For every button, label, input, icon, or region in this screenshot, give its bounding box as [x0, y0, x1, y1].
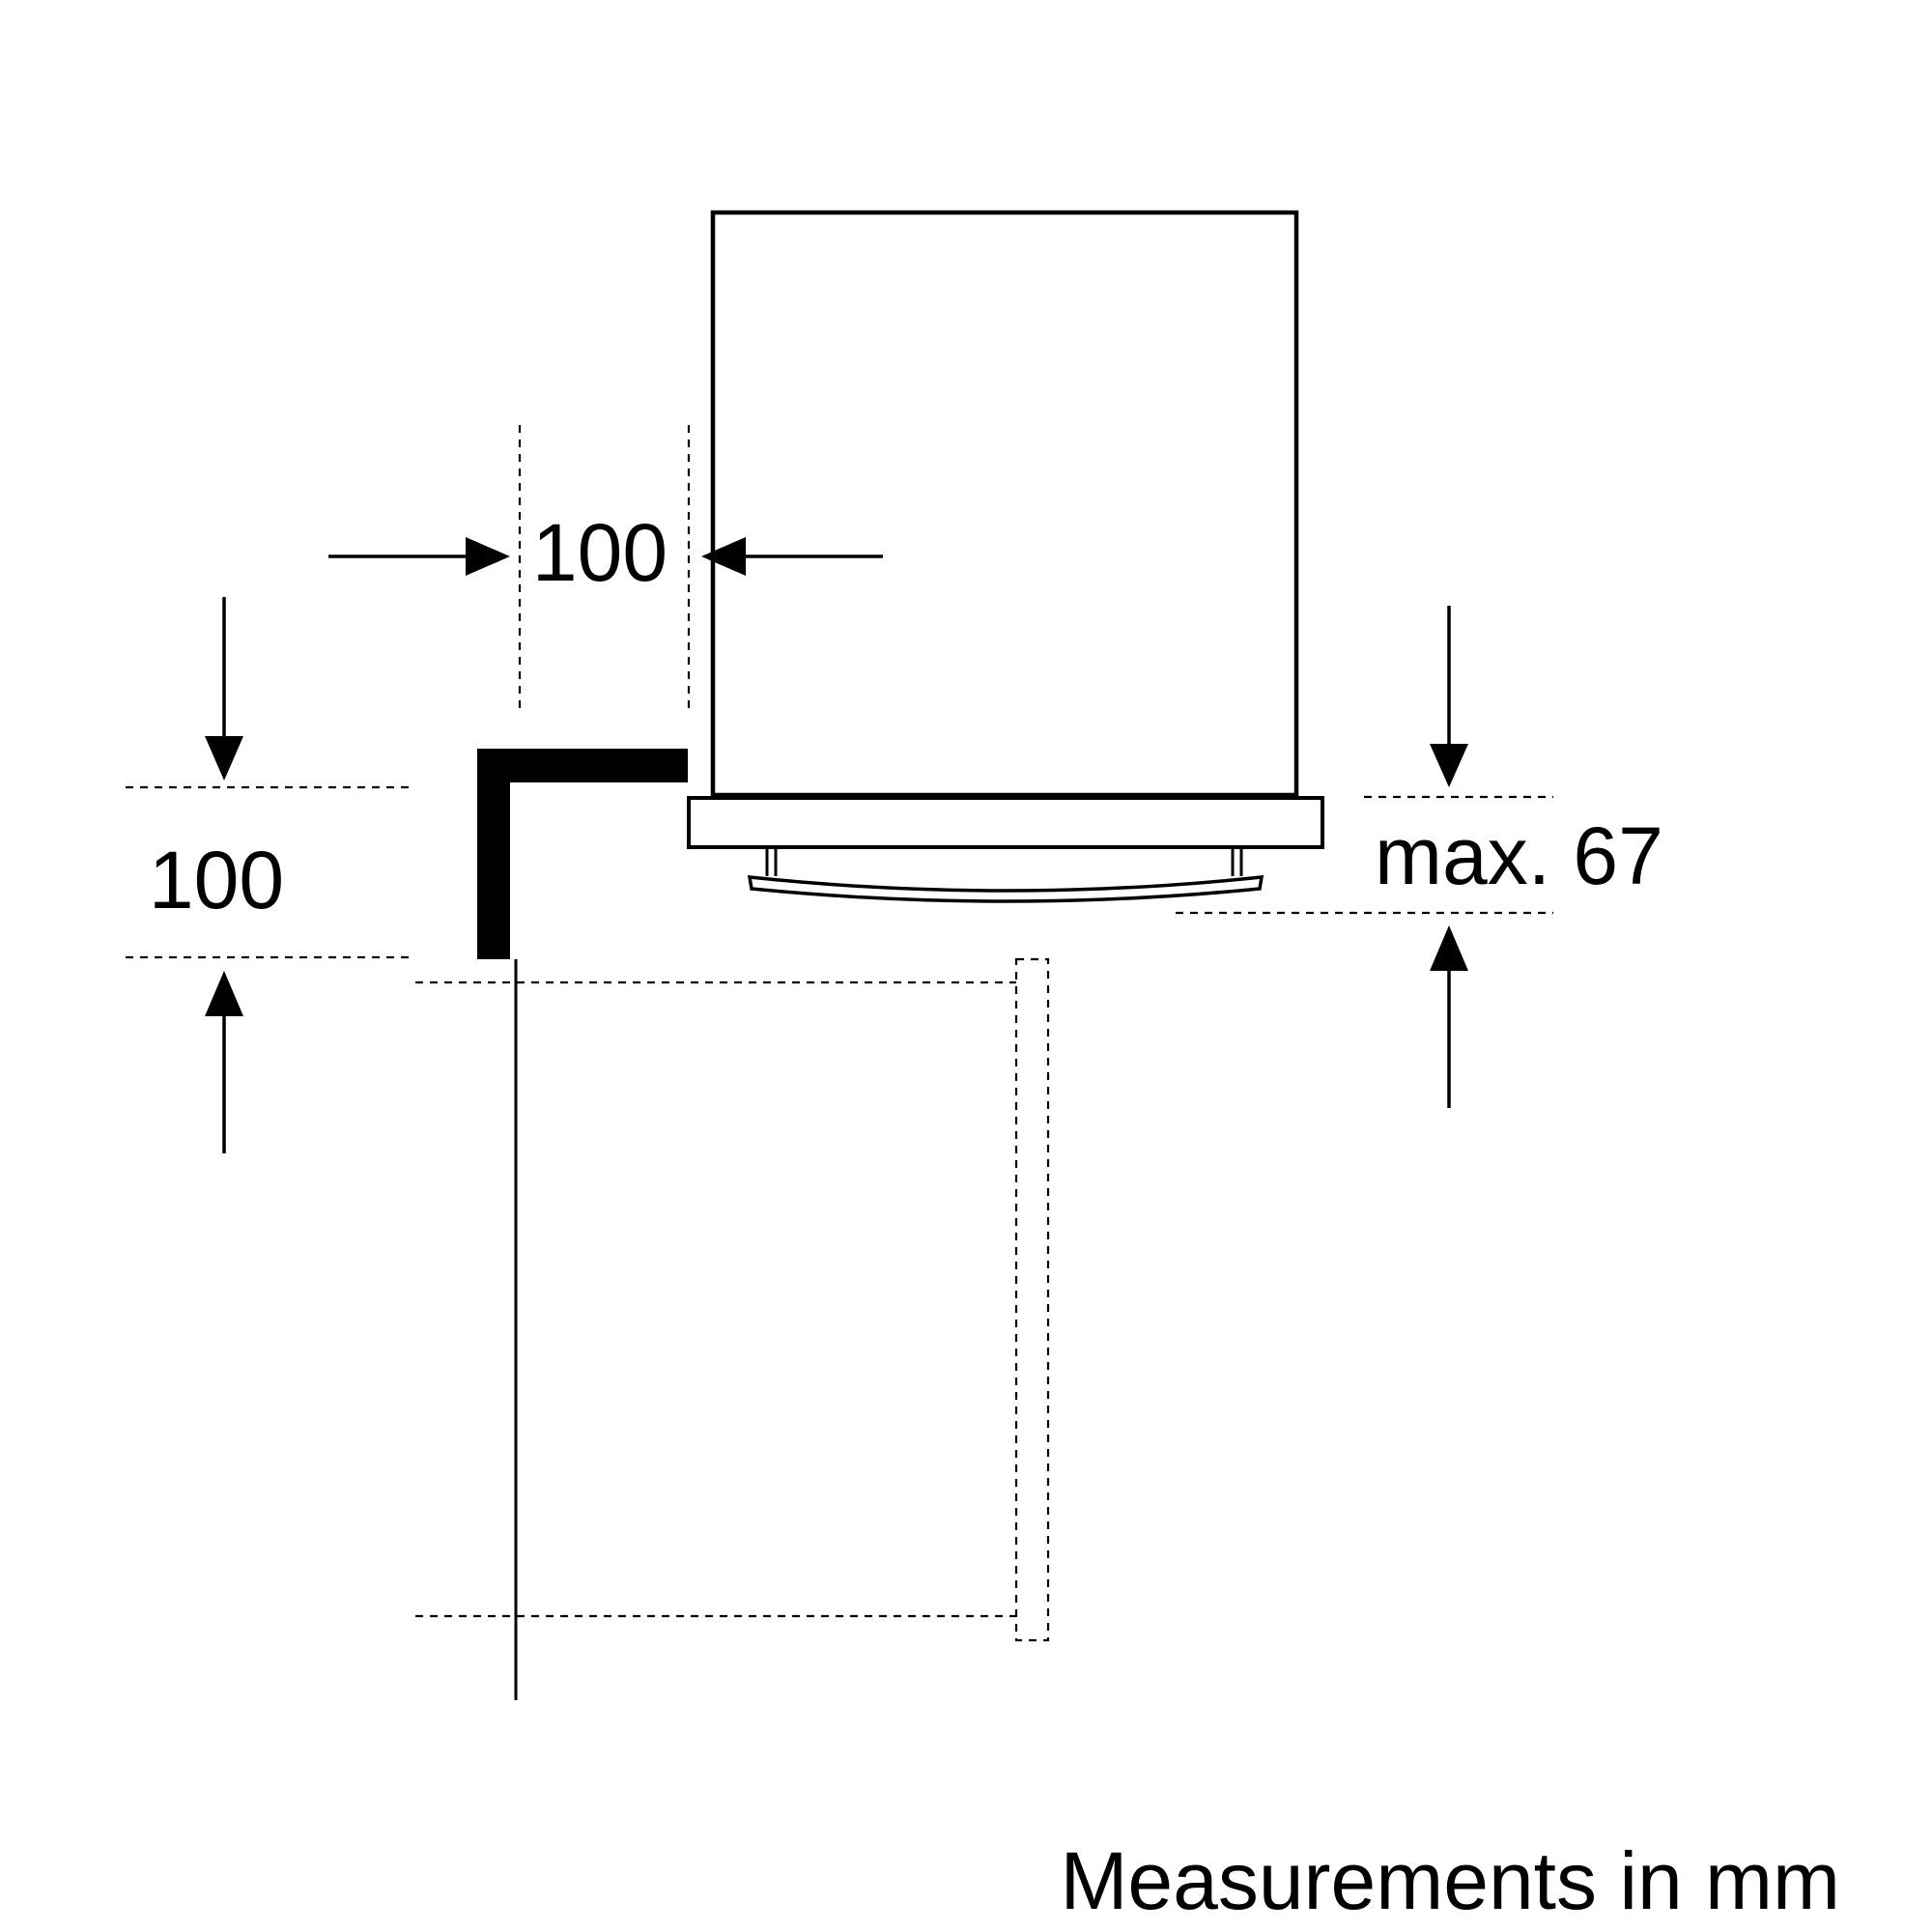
- dim-right-arrow-bottom: [1430, 925, 1468, 1108]
- units-note: Measurements in mm: [1060, 1835, 1840, 1926]
- handle-post-right: [1231, 847, 1243, 876]
- handle-post-left: [765, 847, 778, 876]
- dim-right-arrow-top: [1430, 606, 1468, 787]
- dim-top-value: 100: [532, 507, 668, 598]
- door-handle: [747, 875, 1264, 903]
- appliance-front-panel: [687, 796, 1324, 849]
- dim-left-value: 100: [149, 835, 284, 925]
- lower-cabinet-side-panel: [1014, 957, 1050, 1642]
- appliance-body: [710, 210, 1299, 798]
- dim-top-arrow-left: [328, 537, 510, 576]
- dim-left-arrow-bottom: [205, 971, 243, 1153]
- wall-bracket: [477, 749, 688, 959]
- dim-top-arrow-right: [701, 537, 883, 576]
- dim-left-arrow-top: [205, 597, 243, 781]
- dim-right-value: max. 67: [1375, 810, 1663, 901]
